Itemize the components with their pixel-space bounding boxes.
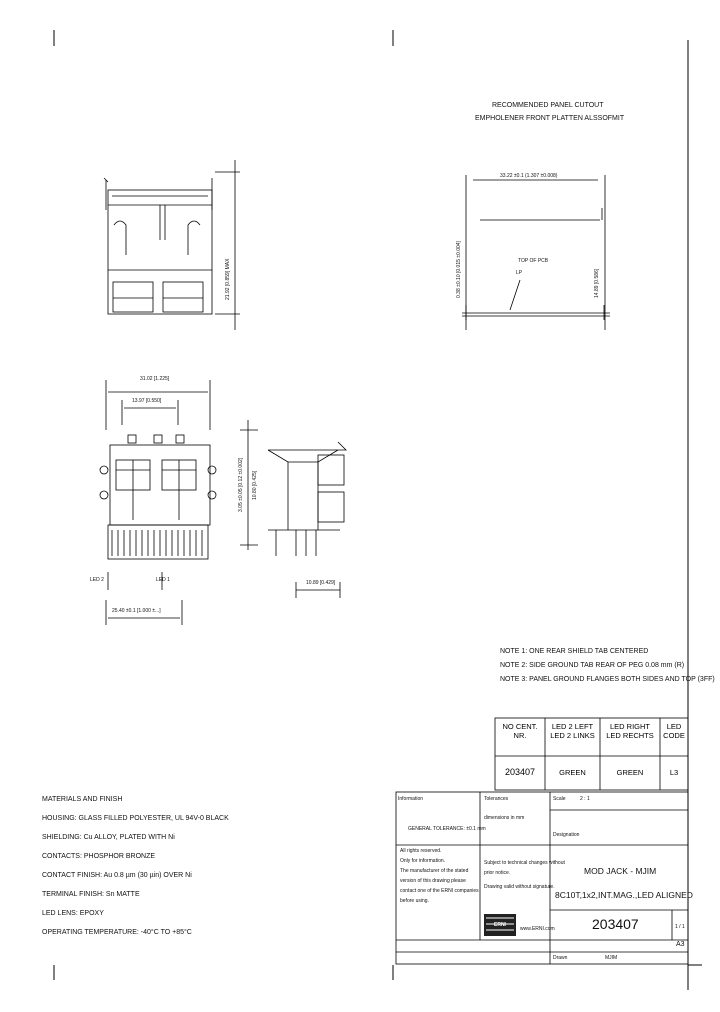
info-label: Information: [398, 796, 424, 802]
led-table-led2-color: GREEN: [559, 768, 586, 777]
side-dimension-c: 10.89 [0.429]: [306, 580, 336, 586]
led-table-led1-color: GREEN: [616, 768, 644, 777]
scale-value: 2 : 1: [580, 796, 590, 802]
subject-line: Drawing valid without signature.: [484, 884, 555, 890]
drawn-label: Drawn: [553, 955, 568, 961]
led-table-part-number: 203407: [504, 767, 536, 777]
panel-cutout-title: RECOMMENDED PANEL CUTOUT: [492, 102, 604, 109]
max-height-dimension: 21.92 [0.859] MAX: [225, 258, 231, 300]
note-3: NOTE 3: PANEL GROUND FLANGES BOTH SIDES …: [500, 676, 715, 683]
led-table-led-code: L3: [669, 768, 679, 777]
panel-cutout-view: [462, 175, 610, 330]
side-dimension-b: 10.80 [0.425]: [252, 470, 258, 500]
rights-line: before using.: [400, 898, 429, 904]
materials-line: SHIELDING: Cu ALLOY, PLATED WITH Ni: [42, 834, 175, 841]
note-1: NOTE 1: ONE REAR SHIELD TAB CENTERED: [500, 648, 649, 655]
side-view: [240, 420, 347, 598]
subject-line: prior notice.: [484, 870, 511, 876]
pin-span-dimension: 13.97 [0.550]: [132, 398, 162, 404]
materials-title: MATERIALS AND FINISH: [42, 796, 123, 803]
subject-line: Subject to technical changes without: [484, 860, 565, 866]
side-dimension-a: 3.05 ±0.05 [0.12 ±0.002]: [238, 457, 244, 512]
sheet-number: 1 / 1: [675, 924, 685, 930]
cutout-right-dimension: 14.89 [0.586]: [594, 268, 600, 298]
led2-label: LED 2: [90, 577, 104, 583]
designation-line-1: MOD JACK - MJIM: [584, 866, 657, 876]
tolerance-label: Tolerances: [484, 796, 509, 802]
cutout-width-dimension: 33.22 ±0.1 (1.307 ±0.008): [500, 173, 558, 179]
led1-label: LED 1: [156, 577, 170, 583]
materials-line: CONTACT FINISH: Au 0.8 µm (30 µin) OVER …: [42, 872, 192, 879]
scale-label: Scale: [553, 796, 566, 802]
pitch-dimension: 25.40 ±0.1 [1.000 ±...]: [112, 608, 161, 614]
designation-line-2: 8C10T,1x2,INT.MAG.,LED ALIGNED: [555, 890, 693, 900]
dimension-note: dimensions in mm: [484, 815, 525, 821]
materials-line: HOUSING: GLASS FILLED POLYESTER, UL 94V-…: [42, 815, 229, 822]
sheet-size: A3: [676, 941, 685, 948]
cutout-height-dimension: 0.38 ±0.10 [0.015 ±0.004]: [456, 241, 462, 298]
materials-line: CONTACTS: PHOSPHOR BRONZE: [42, 853, 156, 860]
led-table-header-code: LED CODE: [663, 722, 685, 741]
rights-line: All rights reserved.: [400, 848, 442, 854]
overall-width-dimension: 31.02 [1.225]: [140, 376, 170, 382]
front-view: [103, 160, 240, 330]
led-table-header-led2: LED 2 LEFT LED 2 LINKS: [550, 722, 595, 741]
erni-logo-text: ERNI: [494, 922, 506, 928]
part-number: 203407: [592, 916, 639, 932]
general-tolerance: GENERAL TOLERANCE: ±0.1 mm: [408, 826, 486, 832]
rights-line: contact one of the ERNI companies: [400, 888, 479, 894]
materials-line: TERMINAL FINISH: Sn MATTE: [42, 891, 140, 898]
rights-line: Only for information.: [400, 858, 446, 864]
note-2: NOTE 2: SIDE GROUND TAB REAR OF PEG 0.08…: [500, 662, 685, 669]
rights-line: version of this drawing please: [400, 878, 466, 884]
led-table-grid: [494, 717, 689, 791]
title-block-grid: [395, 791, 689, 965]
materials-line: OPERATING TEMPERATURE: -40°C TO +85°C: [42, 929, 192, 936]
pin-layout-view: [99, 380, 217, 625]
panel-cutout-subtitle: EMPHOLENER FRONT PLATTEN ALSSOFMIT: [475, 115, 625, 122]
led-table-header-led1: LED RIGHT LED RECHTS: [606, 722, 654, 741]
website-link[interactable]: www.ERNI.com: [520, 926, 555, 932]
rights-line: The manufacturer of the stated: [400, 868, 469, 874]
designation-label: Designation: [553, 832, 580, 838]
materials-line: LED LENS: EPOXY: [42, 910, 104, 917]
drawn-value: MJIM: [605, 955, 618, 961]
led-table-header-no: NO CENT. NR.: [502, 722, 538, 741]
top-of-pcb-label: TOP OF PCB: [518, 258, 549, 264]
lp-label: LP: [516, 270, 523, 276]
